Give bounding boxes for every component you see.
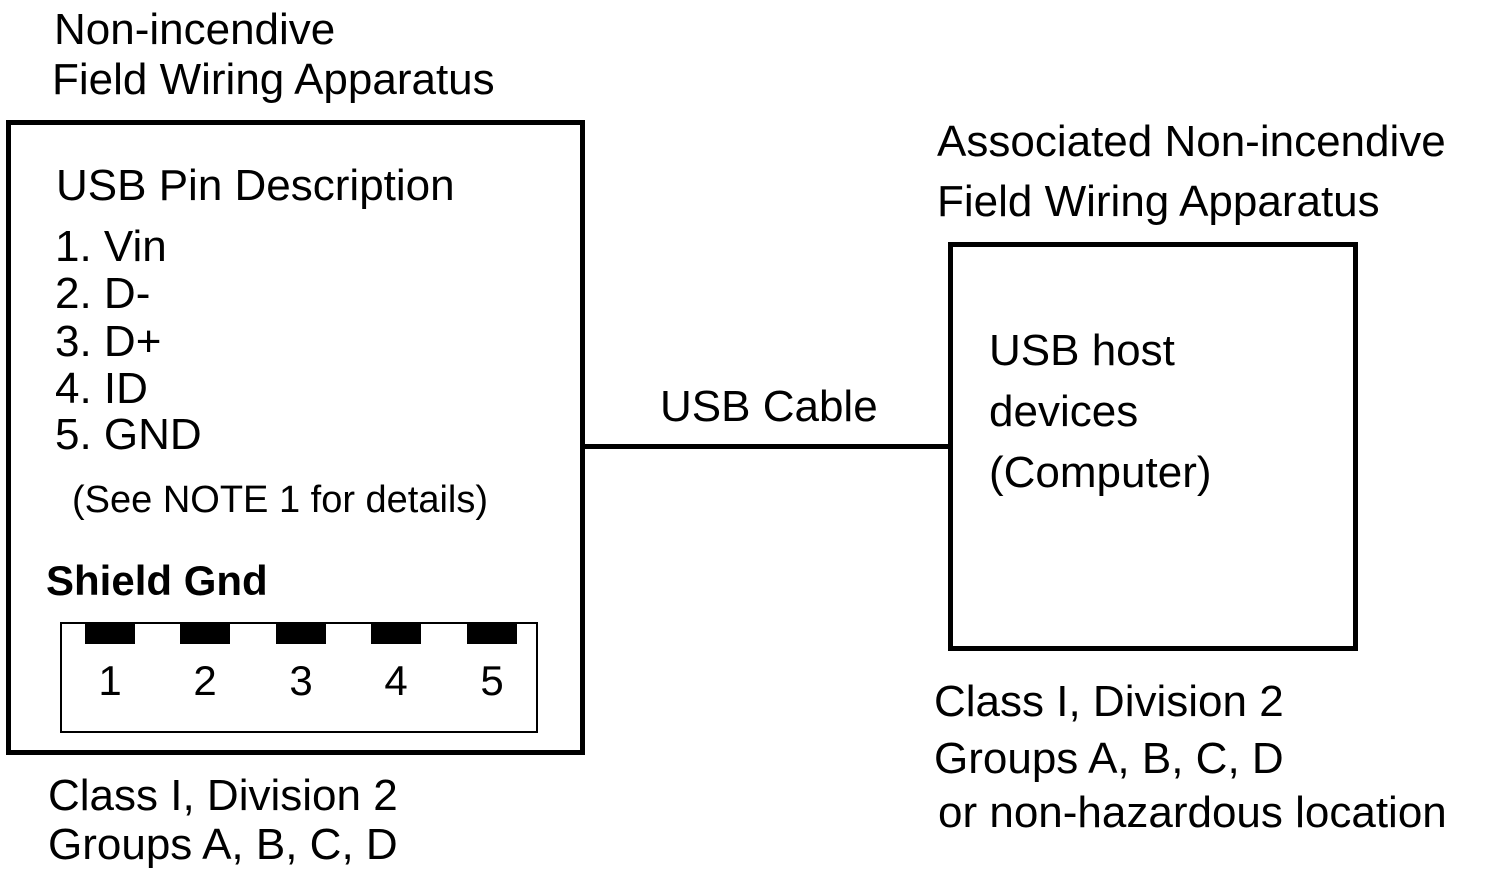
usb-cable-line <box>583 444 951 449</box>
host-location-line2: Groups A, B, C, D <box>934 734 1284 783</box>
host-location-line3: or non-hazardous location <box>938 788 1447 837</box>
host-title-line2: Field Wiring Apparatus <box>937 177 1380 226</box>
host-location-line1: Class I, Division 2 <box>934 677 1284 726</box>
pin-description-heading: USB Pin Description <box>56 161 455 210</box>
pin-number-2: 2 <box>193 657 217 704</box>
pin-contact-4 <box>371 624 421 644</box>
pin-description-2: 2. D- <box>55 269 151 318</box>
pin-description-5: 5. GND <box>55 410 202 459</box>
device-title-line1: Non-incendive <box>54 5 336 54</box>
pin-number-3: 3 <box>289 657 313 704</box>
shield-gnd-label: Shield Gnd <box>46 557 268 604</box>
pin-contact-1 <box>85 624 135 644</box>
host-body-line3: (Computer) <box>989 448 1212 497</box>
pin-description-4: 4. ID <box>55 364 148 413</box>
host-body-line2: devices <box>989 387 1139 436</box>
pin-number-5: 5 <box>480 657 504 704</box>
pin-note: (See NOTE 1 for details) <box>72 479 489 521</box>
usb-cable-label: USB Cable <box>660 382 878 431</box>
device-location-line2: Groups A, B, C, D <box>48 820 398 869</box>
device-location-line1: Class I, Division 2 <box>48 771 398 820</box>
host-box <box>948 242 1358 651</box>
usb-connector: 1 2 3 4 5 <box>60 622 538 733</box>
pin-description-1: 1. Vin <box>55 222 167 271</box>
device-box <box>6 120 585 755</box>
pin-contact-2 <box>180 624 230 644</box>
pin-number-1: 1 <box>98 657 122 704</box>
pin-description-3: 3. D+ <box>55 317 162 366</box>
pin-contact-3 <box>276 624 326 644</box>
host-body-line1: USB host <box>989 326 1175 375</box>
pin-number-4: 4 <box>384 657 408 704</box>
host-title-line1: Associated Non-incendive <box>937 117 1446 166</box>
pin-contact-5 <box>467 624 517 644</box>
device-title-line2: Field Wiring Apparatus <box>52 55 495 104</box>
